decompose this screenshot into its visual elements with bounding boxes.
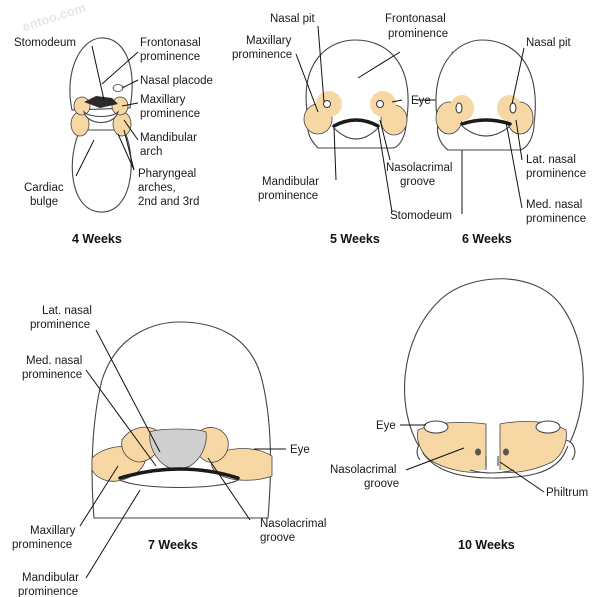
panel-10-weeks: Eye Nasolacrimal groove Philtrum 10 Week… (330, 278, 588, 552)
label-frontonasal-4w-1: Frontonasal (140, 37, 201, 49)
mandible-5w (333, 127, 379, 140)
label-philtrum-10w: Philtrum (546, 487, 588, 499)
label-mandibular-5w-1: Mandibular (262, 176, 319, 188)
label-maxillary-5w-1: Maxillary (246, 35, 292, 47)
eye-left-10w (423, 420, 449, 434)
watermark-text: entoo.com (20, 0, 87, 34)
embryo-10-weeks (404, 278, 584, 479)
label-lat-nasal-6w-2: prominence (526, 168, 586, 180)
title-4-weeks: 4 Weeks (72, 232, 122, 246)
label-nasal-placode-4w: Nasal placode (140, 75, 213, 87)
label-maxillary-7w-2: prominence (12, 539, 72, 551)
embryo-5-weeks (303, 39, 409, 149)
nasal-placode-4w (112, 84, 124, 92)
label-pharyngeal-2: arches, (138, 182, 176, 194)
panel-4-weeks: Stomodeum Frontonasal prominence Nasal p… (14, 37, 213, 246)
embryo-7-weeks (91, 321, 273, 519)
label-stomodeum-4w: Stomodeum (14, 37, 76, 49)
nostril-right-10w (503, 448, 509, 456)
head-outline-7w (91, 321, 272, 519)
label-stomodeum-56: Stomodeum (390, 210, 452, 222)
title-6-weeks: 6 Weeks (462, 232, 512, 246)
label-frontonasal-56-2: prominence (388, 28, 448, 40)
nasal-pit-right-6w (509, 102, 517, 114)
cardiac-bulge (71, 129, 132, 213)
label-mandibular-4w-2: arch (140, 146, 162, 158)
shared-labels-5-6: Frontonasal prominence Eye Nasolacrimal … (357, 13, 485, 222)
maxillary-right-7w (210, 448, 273, 481)
nasal-pit-left-5w (323, 100, 331, 108)
label-lat-nasal-7w-2: prominence (30, 319, 90, 331)
label-mandibular-7w-2: prominence (18, 586, 78, 597)
med-nasal-region-7w (149, 428, 207, 470)
label-mandibular-5w-2: prominence (258, 190, 318, 202)
nasal-pit-right-5w (376, 100, 384, 108)
stomodeum-7w (118, 467, 240, 480)
label-frontonasal-56-1: Frontonasal (385, 13, 446, 25)
label-nasolacrimal-10w-2: groove (364, 478, 399, 490)
label-lat-nasal-7w-1: Lat. nasal (42, 305, 92, 317)
label-eye-7w: Eye (290, 444, 310, 456)
nostril-left-10w (475, 448, 481, 456)
face-right-10w (499, 421, 567, 473)
label-maxillary-5w-2: prominence (232, 49, 292, 61)
label-nasolacrimal-56-1: Nasolacrimal (386, 162, 452, 174)
label-nasolacrimal-56-2: groove (400, 176, 435, 188)
label-mandibular-4w-1: Mandibular (140, 132, 197, 144)
label-nasolacrimal-7w-2: groove (260, 532, 295, 544)
label-nasal-pit-6w: Nasal pit (526, 37, 572, 49)
philtrum-10w (485, 456, 499, 466)
embryo-4-weeks (69, 37, 133, 213)
label-cardiac-2: bulge (30, 196, 58, 208)
label-nasolacrimal-10w-1: Nasolacrimal (330, 464, 396, 476)
head-outline-4w (69, 37, 133, 111)
label-cardiac-1: Cardiac (24, 182, 64, 194)
mandible-7w (119, 479, 239, 489)
maxillary-left-4w (73, 96, 91, 116)
title-7-weeks: 7 Weeks (148, 538, 198, 552)
embryo-6-weeks (435, 39, 536, 151)
label-eye-56: Eye (411, 95, 431, 107)
panel-7-weeks: Lat. nasal prominence Med. nasal promine… (12, 305, 326, 597)
maxillary-right-4w (111, 96, 129, 116)
nasal-pit-left-6w (455, 102, 463, 114)
label-maxillary-4w-2: prominence (140, 108, 200, 120)
panel-6-weeks: Nasal pit Lat. nasal prominence Med. nas… (435, 37, 586, 246)
title-5-weeks: 5 Weeks (330, 232, 380, 246)
label-eye-10w: Eye (376, 420, 396, 432)
label-med-nasal-7w-2: prominence (22, 369, 82, 381)
mandible-6w (461, 125, 511, 137)
label-frontonasal-4w-2: prominence (140, 51, 200, 63)
face-left-10w (417, 421, 487, 473)
label-maxillary-4w-1: Maxillary (140, 94, 186, 106)
label-pharyngeal-1: Pharyngeal (138, 168, 196, 180)
label-med-nasal-7w-1: Med. nasal (26, 355, 82, 367)
label-mandibular-7w-1: Mandibular (22, 572, 79, 584)
mandibular-arch-4w (82, 110, 120, 124)
eye-right-10w (535, 420, 561, 434)
label-nasolacrimal-7w-1: Nasolacrimal (260, 518, 326, 530)
label-nasal-pit-5w: Nasal pit (270, 13, 316, 25)
panel-5-weeks: Nasal pit Maxillary prominence Mandibula… (232, 13, 409, 246)
label-lat-nasal-6w-1: Lat. nasal (526, 154, 576, 166)
label-med-nasal-6w-2: prominence (526, 213, 586, 225)
stomodeum-5w (332, 118, 380, 128)
label-pharyngeal-3: 2nd and 3rd (138, 196, 199, 208)
ear-right-10w (565, 439, 576, 461)
nasal-prominence-right-6w (497, 95, 521, 121)
lip-10w (469, 469, 515, 474)
label-med-nasal-6w-1: Med. nasal (526, 199, 582, 211)
label-maxillary-7w-1: Maxillary (30, 525, 76, 537)
title-10-weeks: 10 Weeks (458, 538, 515, 552)
stomodeum-4w (84, 96, 118, 108)
